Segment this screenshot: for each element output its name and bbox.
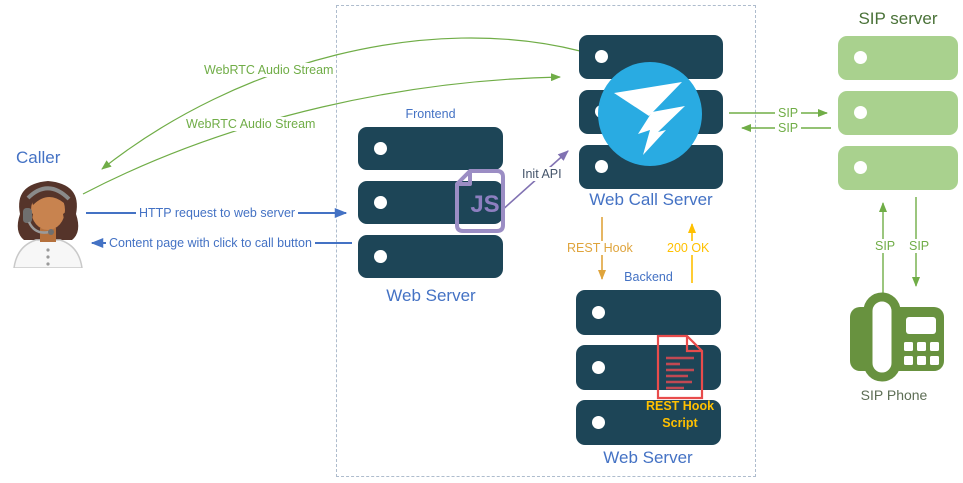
rack-led-dot xyxy=(374,195,387,209)
rack-led-dot xyxy=(854,51,867,64)
sip-down-label: SIP xyxy=(906,239,933,254)
server-rack xyxy=(576,400,721,445)
server-rack xyxy=(576,290,721,335)
caller-label: Caller xyxy=(16,148,61,167)
sip-phone-icon xyxy=(850,292,944,382)
rest-hook-script-file-icon xyxy=(656,334,704,400)
caller-icon xyxy=(13,181,83,268)
sip-server-stack xyxy=(838,36,958,190)
webrtc-stream-label-1: WebRTC Audio Stream xyxy=(201,63,337,78)
http-request-label: HTTP request to web server xyxy=(136,206,299,221)
arrow-init-api xyxy=(499,150,569,213)
frontend-server-title: Web Server xyxy=(386,286,476,305)
rest-hook-script-label: REST Hook Script xyxy=(638,398,722,432)
backend-tier-label: Backend xyxy=(624,270,673,284)
content-page-label: Content page with click to call button xyxy=(106,236,315,251)
server-rack xyxy=(358,127,503,170)
sip-up-label: SIP xyxy=(872,239,899,254)
web-call-server-title: Web Call Server xyxy=(589,190,713,209)
rack-led-dot xyxy=(854,106,867,119)
sip-server-title: SIP server xyxy=(858,9,938,28)
rest-hook-script-label-line1: REST Hook xyxy=(645,399,715,413)
server-rack xyxy=(576,345,721,390)
rack-led-dot xyxy=(374,249,387,263)
sip-in-label: SIP xyxy=(775,121,802,136)
sip-phone-title: SIP Phone xyxy=(860,387,928,403)
frontend-web-server-stack xyxy=(358,127,503,278)
server-rack xyxy=(838,91,958,135)
rack-led-dot xyxy=(854,161,867,174)
wcs-boundary-box xyxy=(336,5,756,477)
flashphoner-logo-icon xyxy=(598,62,702,166)
200-ok-label: 200 OK xyxy=(664,241,713,256)
server-rack xyxy=(838,36,958,80)
rack-led-dot xyxy=(374,141,387,155)
js-file-icon: JS xyxy=(455,169,505,233)
frontend-tier-label: Frontend xyxy=(405,107,456,121)
sip-out-label: SIP xyxy=(775,106,802,121)
backend-web-server-stack xyxy=(576,290,721,445)
rack-led-dot xyxy=(592,305,605,319)
server-rack xyxy=(358,181,503,224)
rack-led-dot xyxy=(592,415,605,429)
rack-led-dot xyxy=(595,160,608,173)
rest-hook-label: REST Hook xyxy=(564,241,636,256)
arrow-webrtc-to-wcs xyxy=(82,73,561,195)
server-rack xyxy=(838,146,958,190)
js-badge-text: JS xyxy=(470,191,500,218)
backend-server-title: Web Server xyxy=(603,448,693,467)
init-api-label: Init API xyxy=(519,167,565,182)
rest-hook-script-label-line2: Script xyxy=(662,416,698,430)
rack-led-dot xyxy=(595,50,608,63)
arrow-webrtc-to-caller xyxy=(101,37,581,170)
webrtc-stream-label-2: WebRTC Audio Stream xyxy=(183,117,319,132)
rack-led-dot xyxy=(592,360,605,374)
server-rack xyxy=(358,235,503,278)
